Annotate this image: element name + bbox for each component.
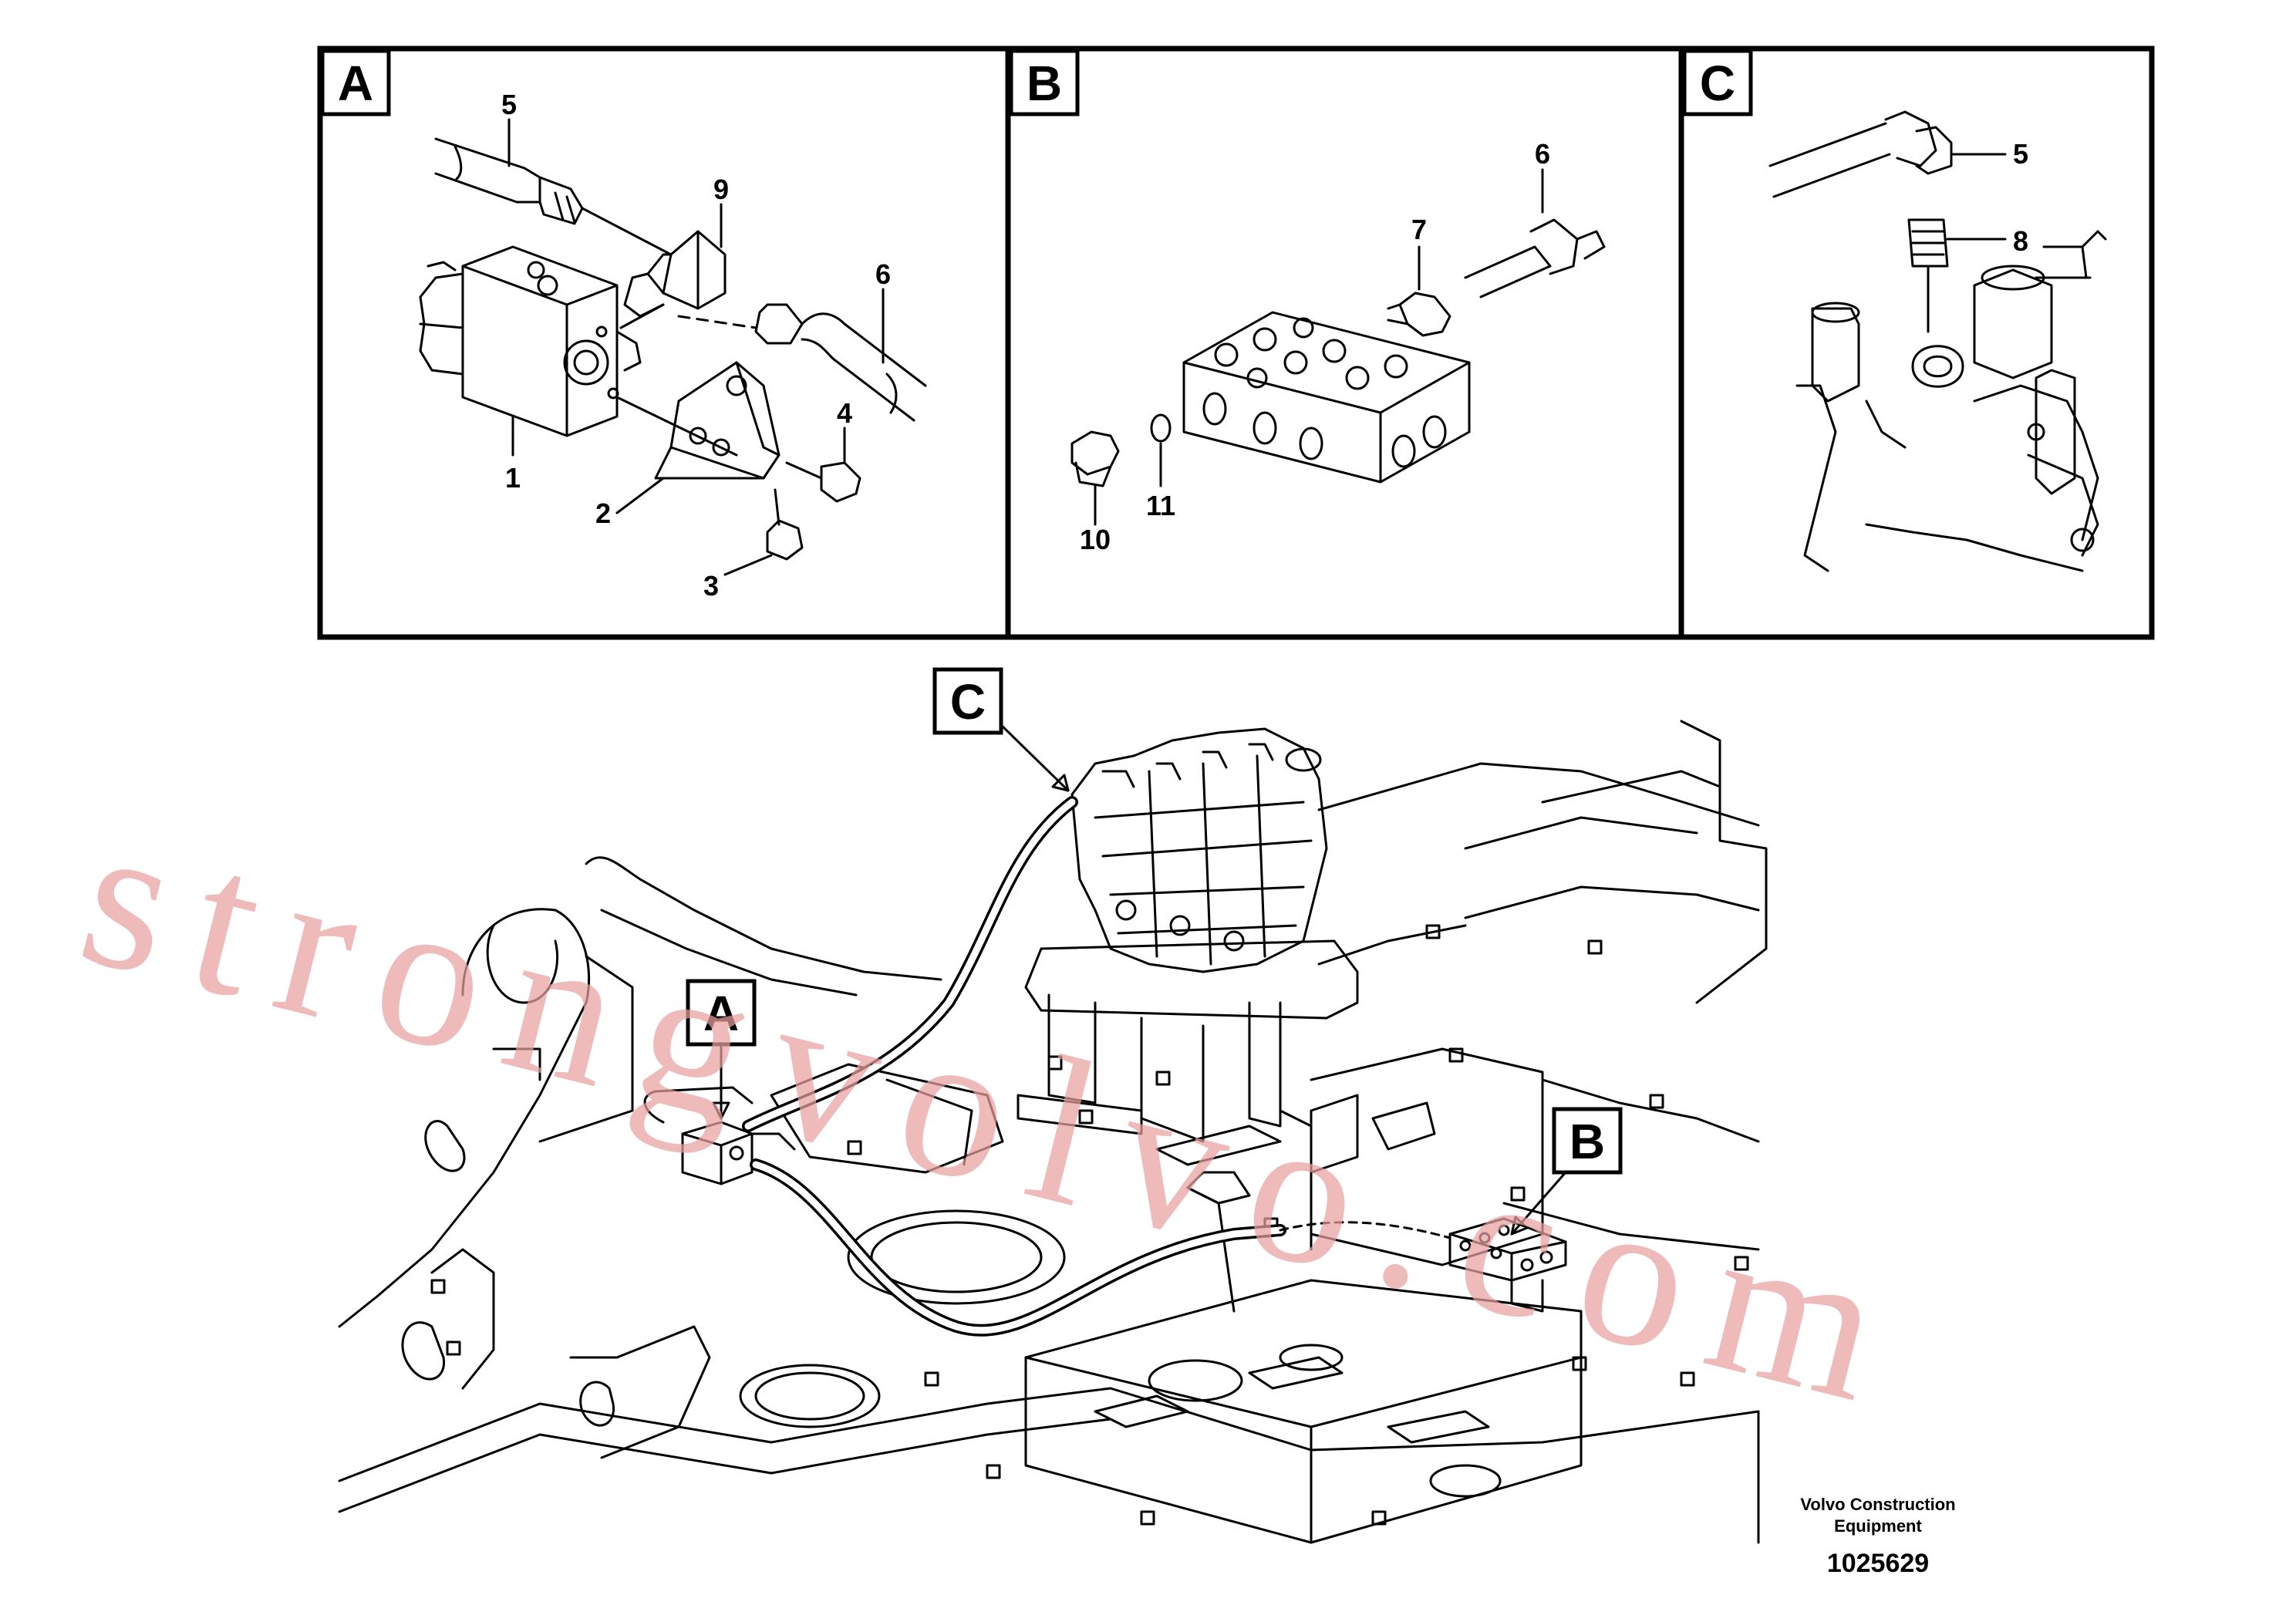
callout-a-3: 3 [703,570,719,602]
callout-b-11: 11 [1146,490,1175,521]
machine-frame-drawing [338,720,1768,1544]
callout-a-6: 6 [875,258,891,290]
main-tag-b: B [1510,1107,1623,1236]
callout-a-9: 9 [713,174,729,205]
callout-a-1: 1 [505,462,521,494]
panel-b-drawing [1070,168,1606,526]
callout-a-5: 5 [501,89,517,120]
callout-c-5: 5 [2013,138,2028,170]
frame-studs [430,924,1749,1526]
panel-a-drawing [419,118,927,576]
main-tag-c: C [932,667,1070,792]
footer-line1: Volvo Construction [1800,1495,1955,1514]
hydraulic-hoses [742,796,1451,1337]
detail-frame [317,46,2155,640]
detail-tag-c: C [1682,49,1753,116]
detail-tag-b: B [1009,49,1080,116]
footer-block: Volvo Construction Equipment 1025629 [1800,1495,1955,1578]
watermark-text: strongvolvo.com [62,777,1931,1452]
footer-line2: Equipment [1834,1516,1922,1536]
svg-text:B: B [1027,56,1062,111]
svg-text:C: C [1700,56,1735,111]
detail-panels: A B C [317,46,2155,640]
callout-b-10: 10 [1080,524,1111,555]
callout-b-6: 6 [1535,138,1550,170]
callout-b-7: 7 [1411,214,1427,245]
svg-text:A: A [338,56,373,111]
svg-text:A: A [703,986,739,1041]
panel-c-callouts: 5 8 [2013,138,2028,257]
callout-a-2: 2 [595,497,611,529]
svg-text:B: B [1569,1114,1605,1169]
panel-c-drawing [1768,110,2107,572]
main-tag-a: A [686,979,757,1120]
detail-tag-a: A [320,49,391,116]
panel-a-callouts: 5 9 6 4 1 2 3 [501,89,891,602]
callout-c-8: 8 [2013,225,2028,257]
panel-b-callouts: 6 7 10 11 [1080,138,1550,555]
svg-text:C: C [950,674,986,730]
drawing-number: 1025629 [1827,1549,1929,1578]
callout-a-4: 4 [837,397,852,429]
